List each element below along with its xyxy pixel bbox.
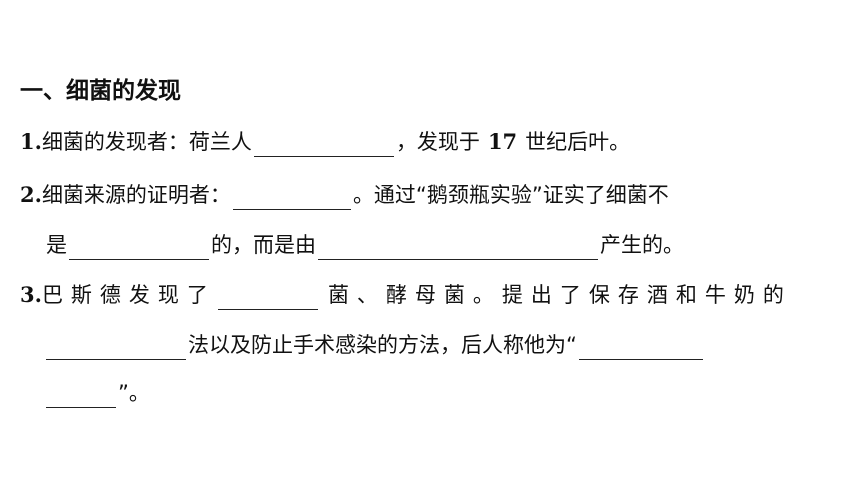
question-text: 菌、酵母菌。提出了保存酒和牛奶的 <box>327 283 792 307</box>
question-number: 1. <box>20 129 42 154</box>
answer-blank[interactable] <box>318 237 598 260</box>
question-text: 产生的。 <box>600 233 684 257</box>
question-text: ，发现于 <box>395 130 480 154</box>
answer-blank[interactable] <box>253 134 394 157</box>
question-3-line-3: ”。 <box>44 378 150 408</box>
answer-blank[interactable] <box>578 337 703 360</box>
question-1: 1. 细菌的发现者：荷兰人 ，发现于 17 世纪后叶。 <box>20 127 630 157</box>
question-text: 。通过“鹅颈瓶实验”证实了细菌不 <box>352 183 669 207</box>
century-number: 17 <box>487 129 518 154</box>
answer-blank[interactable] <box>217 287 318 310</box>
question-2: 2. 细菌来源的证明者： 。通过“鹅颈瓶实验”证实了细菌不 <box>20 180 669 210</box>
answer-blank[interactable] <box>69 237 209 260</box>
question-text: ”。 <box>118 381 150 405</box>
question-3-line-2: 法以及防止手术感染的方法，后人称他为“ <box>44 330 705 360</box>
section-heading: 一、细菌的发现 <box>20 76 181 106</box>
answer-blank[interactable] <box>46 337 186 360</box>
question-number: 2. <box>20 182 42 207</box>
question-text: 细菌的发现者：荷兰人 <box>41 130 252 154</box>
question-3: 3. 巴斯德发现了 菌、酵母菌。提出了保存酒和牛奶的 <box>20 280 792 310</box>
section-heading-text: 一、细菌的发现 <box>20 78 181 104</box>
answer-blank[interactable] <box>232 187 351 210</box>
question-number: 3. <box>20 282 42 307</box>
answer-blank[interactable] <box>46 385 116 408</box>
question-text: 巴斯德发现了 <box>41 283 216 307</box>
question-2-line-2: 是 的，而是由 产生的。 <box>46 230 684 260</box>
question-text: 的，而是由 <box>211 233 316 257</box>
question-text: 世纪后叶。 <box>525 130 631 154</box>
question-text: 细菌来源的证明者： <box>41 183 231 207</box>
question-text: 是 <box>46 233 67 257</box>
question-text: 法以及防止手术感染的方法，后人称他为“ <box>188 333 577 357</box>
